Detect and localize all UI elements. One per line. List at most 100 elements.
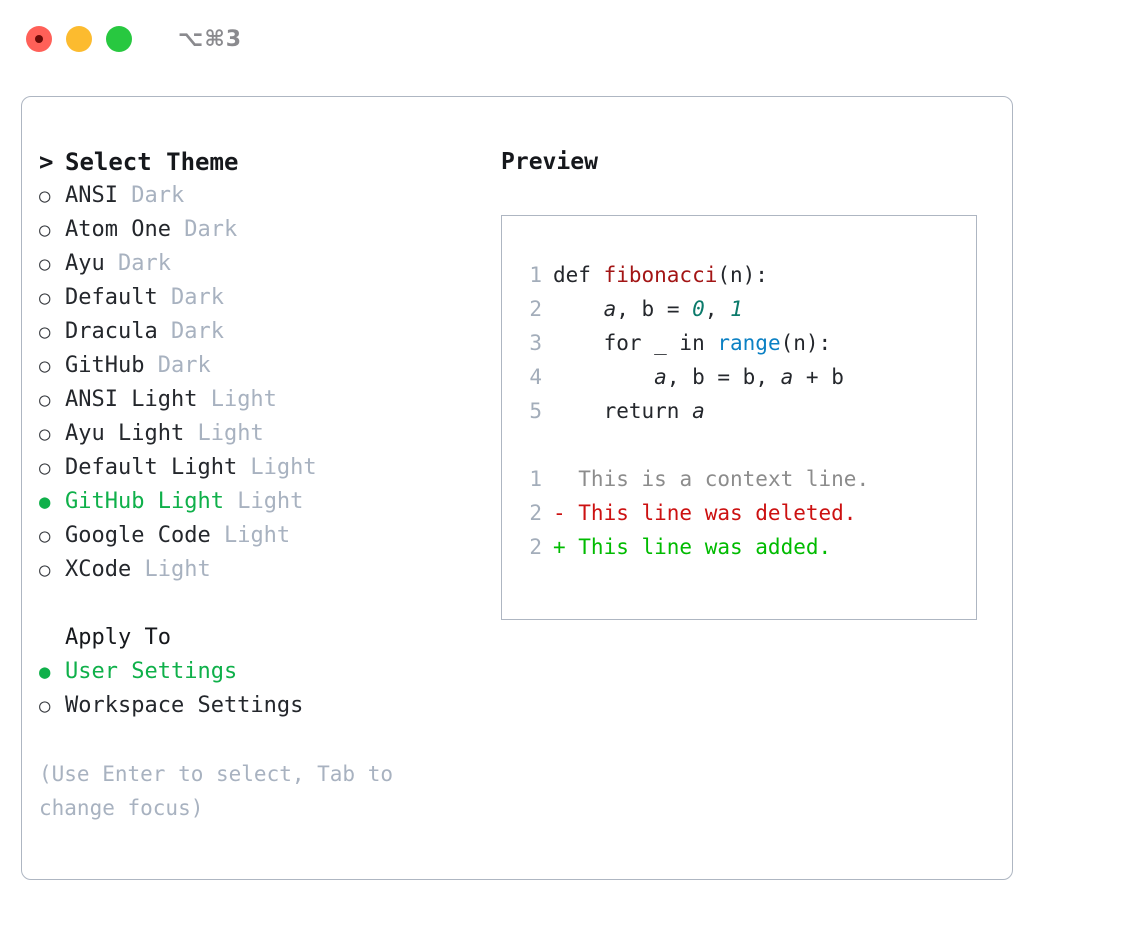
code-token-var: a xyxy=(654,365,667,389)
code-token-plain: return xyxy=(553,399,693,423)
theme-option-github-light[interactable]: ● GitHub Light Light xyxy=(39,485,509,519)
theme-option-variant-tag: Dark xyxy=(157,285,224,310)
theme-option-label: Dracula xyxy=(65,319,158,344)
apply-to-option-user-settings[interactable]: ● User Settings xyxy=(39,655,509,689)
line-number: 2 xyxy=(529,297,542,321)
diff-line: 2 + This line was added. xyxy=(520,530,976,564)
code-token-plain: b xyxy=(641,297,655,321)
radio-unselected-icon: ○ xyxy=(39,423,51,445)
theme-option-variant-tag: Light xyxy=(131,557,211,582)
diff-line: 2- This line was deleted. xyxy=(520,496,976,530)
theme-option-ansi[interactable]: ○ ANSI Dark xyxy=(39,179,509,213)
radio-unselected-icon: ○ xyxy=(39,559,51,581)
theme-option-ansi-light[interactable]: ○ANSI Light Light xyxy=(39,383,509,417)
theme-option-label: GitHub xyxy=(65,353,145,378)
code-token-func: fibonacci xyxy=(603,263,718,287)
apply-to-option-workspace-settings[interactable]: ○Workspace Settings xyxy=(39,689,509,723)
apply-to-heading: Apply To xyxy=(65,625,171,650)
theme-option-variant-tag: Light xyxy=(197,387,277,412)
line-number: 4 xyxy=(529,365,542,389)
minimize-button[interactable] xyxy=(66,26,92,52)
caret-icon: > xyxy=(39,148,54,176)
radio-unselected-icon: ○ xyxy=(39,457,51,479)
select-theme-heading: > Select Theme xyxy=(39,145,509,179)
code-token-plain: (n): xyxy=(780,331,832,355)
theme-option-dracula[interactable]: ○ Dracula Dark xyxy=(39,315,509,349)
code-token-plain: = xyxy=(654,297,693,321)
radio-unselected-icon: ○ xyxy=(39,219,51,241)
theme-option-label: Default Light xyxy=(65,455,238,480)
theme-option-default-light[interactable]: ○Default Light Light xyxy=(39,451,509,485)
code-line: 5 return a xyxy=(520,394,976,428)
radio-unselected-icon: ○ xyxy=(39,287,51,309)
code-token-plain: def xyxy=(553,263,604,287)
apply-to-option-label: User Settings xyxy=(65,659,238,684)
radio-unselected-icon: ○ xyxy=(39,185,51,207)
code-line: 3 for _ in range(n): xyxy=(520,326,976,360)
radio-selected-icon: ● xyxy=(39,491,51,513)
radio-unselected-icon: ○ xyxy=(39,321,51,343)
theme-option-variant-tag: Dark xyxy=(157,319,224,344)
theme-option-variant-tag: Light xyxy=(210,523,291,548)
theme-option-google-code[interactable]: ○ Google Code Light xyxy=(39,519,509,553)
code-line: 4 a, b = b, a + b xyxy=(520,360,976,394)
code-token-add: + This line was added. xyxy=(553,535,832,559)
theme-option-variant-tag: Dark xyxy=(117,183,185,208)
code-token-var: a xyxy=(780,365,794,389)
theme-option-ayu[interactable]: ○ Ayu Dark xyxy=(39,247,509,281)
line-number: 2 xyxy=(529,535,542,559)
code-token-del: - This line was deleted. xyxy=(553,501,857,525)
code-line: 2 a, b = 0, 1 xyxy=(520,292,976,326)
maximize-button[interactable] xyxy=(106,26,132,52)
code-token-plain: (n): xyxy=(717,263,768,287)
theme-option-variant-tag: Dark xyxy=(144,353,211,378)
code-diff-separator xyxy=(520,428,976,462)
theme-selector-column: > Select Theme ○ANSI Dark○Atom One Dark○… xyxy=(39,145,509,825)
theme-option-ayu-light[interactable]: ○ Ayu Light Light xyxy=(39,417,509,451)
code-token-ctx: a xyxy=(679,467,693,491)
theme-option-xcode[interactable]: ○XCode Light xyxy=(39,553,509,587)
theme-option-label: GitHub Light xyxy=(65,489,224,514)
theme-option-label: Ayu Light xyxy=(65,421,185,446)
radio-unselected-icon: ○ xyxy=(39,355,51,377)
code-token-ctx: This is xyxy=(553,467,680,491)
theme-option-label: Google Code xyxy=(65,523,211,548)
code-token-num: 1 xyxy=(730,297,743,321)
line-number: 1 xyxy=(529,263,542,287)
line-number: 5 xyxy=(529,399,542,423)
theme-option-variant-tag: Light xyxy=(184,421,264,446)
code-line: 1 def fibonacci(n): xyxy=(520,258,976,292)
theme-option-atom-one[interactable]: ○Atom One Dark xyxy=(39,213,509,247)
code-token-plain xyxy=(553,292,604,326)
traffic-lights xyxy=(26,26,132,52)
main-panel: > Select Theme ○ANSI Dark○Atom One Dark○… xyxy=(21,96,1013,880)
title-bar: ⌥⌘3 xyxy=(0,0,1140,78)
theme-option-list: ○ ANSI Dark ○ Atom One Dark ○ Ayu Dark ○ Defaul… xyxy=(39,179,509,587)
line-number: 3 xyxy=(529,331,542,355)
theme-option-variant-tag: Light xyxy=(223,489,304,514)
diff-sample: 1 This is a context line.2- This line wa… xyxy=(520,462,976,564)
radio-unselected-icon: ○ xyxy=(39,253,51,275)
theme-option-label: Ayu xyxy=(65,251,105,276)
radio-selected-icon: ● xyxy=(39,661,51,683)
radio-unselected-icon: ○ xyxy=(39,695,51,717)
theme-option-label: ANSI Light xyxy=(65,387,198,412)
code-token-var: a xyxy=(692,399,705,423)
theme-option-label: Default xyxy=(65,285,158,310)
keyboard-shortcut-label: ⌥⌘3 xyxy=(178,26,243,52)
theme-option-label: ANSI xyxy=(65,183,118,208)
diff-line: 1 This is a context line. xyxy=(520,462,976,496)
code-token-plain: , xyxy=(704,297,731,321)
code-token-plain: , xyxy=(616,297,642,321)
theme-option-label: Atom One xyxy=(65,217,171,242)
theme-option-default[interactable]: ○ Default Dark xyxy=(39,281,509,315)
theme-option-variant-tag: Dark xyxy=(104,251,171,276)
close-button[interactable] xyxy=(26,26,52,52)
code-token-plain xyxy=(553,360,654,394)
radio-unselected-icon: ○ xyxy=(39,525,51,547)
theme-option-github[interactable]: ○ GitHub Dark xyxy=(39,349,509,383)
